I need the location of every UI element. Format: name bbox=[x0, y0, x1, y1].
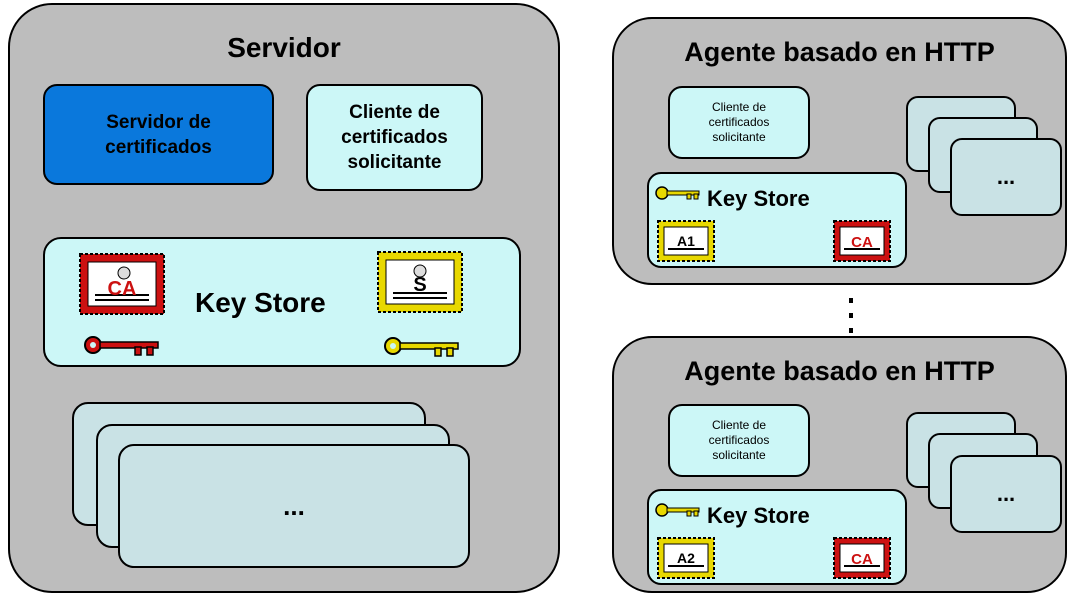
agent-bottom-ca-text: CA bbox=[851, 551, 873, 568]
agent-bottom-key-store: Key Store A2 CA bbox=[647, 489, 907, 585]
agent-bottom-cert-client-label: Cliente de certificados solicitante bbox=[708, 418, 770, 462]
agent-top-title: Agente basado en HTTP bbox=[684, 37, 995, 67]
agent-top-cert-client-label: Cliente de certificados solicitante bbox=[708, 100, 770, 144]
agent-top-key-store: Key Store A1 CA bbox=[647, 172, 907, 268]
server-key-store-label: Key Store bbox=[195, 287, 326, 318]
cert-server-label: Servidor de certificados bbox=[105, 111, 212, 158]
certificate-server-icon: S bbox=[377, 251, 463, 313]
gold-key-icon bbox=[383, 333, 463, 359]
agent-bottom-ellipsis: ... bbox=[996, 481, 1016, 506]
gold-key-icon bbox=[655, 501, 701, 519]
agent-bottom-key-store-label: Key Store bbox=[707, 503, 810, 528]
agent-bottom-stack-front: ... bbox=[950, 455, 1062, 533]
agent-top-ellipsis: ... bbox=[996, 164, 1016, 189]
server-ellipsis: ... bbox=[283, 490, 305, 521]
gold-key-icon bbox=[655, 184, 701, 202]
agent-top-stack-front: ... bbox=[950, 138, 1062, 216]
cert-client-box: Cliente de certificados solicitante bbox=[306, 84, 483, 191]
agent-bottom-cert-client: Cliente de certificados solicitante bbox=[668, 404, 810, 477]
vertical-dots bbox=[846, 296, 856, 336]
ca-cert-text: CA bbox=[108, 278, 137, 300]
agent-bottom-title: Agente basado en HTTP bbox=[684, 356, 995, 386]
certificate-agent-icon: A1 bbox=[657, 220, 715, 262]
agent1-cert-text: A1 bbox=[677, 233, 695, 249]
agent2-cert-text: A2 bbox=[677, 550, 695, 566]
server-title: Servidor bbox=[227, 32, 341, 63]
server-stack-front: ... bbox=[118, 444, 470, 568]
certificate-ca-icon: CA bbox=[833, 537, 891, 579]
agent-top-cert-client: Cliente de certificados solicitante bbox=[668, 86, 810, 159]
server-cert-text: S bbox=[413, 274, 426, 296]
certificate-ca-icon: CA bbox=[79, 253, 165, 315]
agent-top-ca-text: CA bbox=[851, 234, 873, 251]
cert-server-box: Servidor de certificados bbox=[43, 84, 274, 185]
certificate-ca-icon: CA bbox=[833, 220, 891, 262]
server-key-store: Key Store CA S bbox=[43, 237, 521, 367]
red-key-icon bbox=[83, 331, 163, 359]
cert-client-label: Cliente de certificados solicitante bbox=[341, 102, 448, 173]
certificate-agent-icon: A2 bbox=[657, 537, 715, 579]
agent-top-key-store-label: Key Store bbox=[707, 186, 810, 211]
